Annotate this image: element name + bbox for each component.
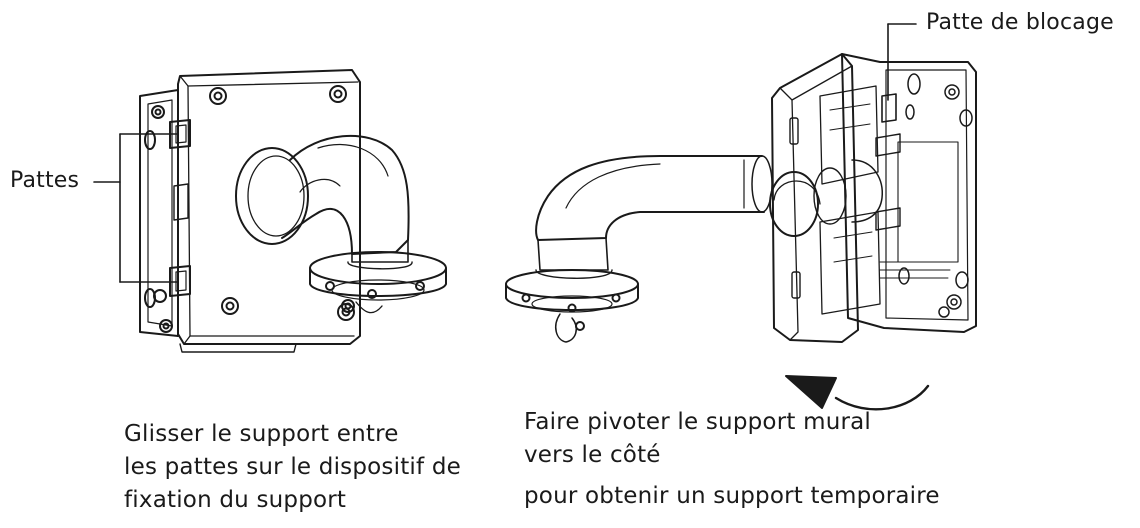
right-center-slot: [851, 159, 883, 223]
caption-right-line-3: pour obtenir un support temporaire: [524, 483, 940, 509]
right-housing: [771, 53, 859, 343]
left-boss: [235, 147, 309, 245]
right-arm: [535, 155, 765, 241]
pattes-leader: [93, 133, 179, 283]
patte-de-blocage-leader: [887, 23, 917, 101]
left-bracket-figure: [93, 69, 447, 353]
left-box-screws: [209, 85, 355, 321]
right-flange: [505, 269, 639, 343]
left-tab-lower: [169, 265, 191, 297]
caption-right: Faire pivoter le support mural vers le c…: [524, 406, 940, 513]
rotation-arrow-icon: [785, 375, 930, 411]
callout-pattes: Pattes: [10, 168, 80, 193]
caption-left-line-1: Glisser le support entre: [124, 421, 399, 447]
caption-right-line-1: Faire pivoter le support mural: [524, 409, 872, 435]
left-mount-plate: [139, 89, 179, 337]
left-elbow-arm: [281, 134, 410, 255]
left-box-housing: [177, 69, 361, 345]
right-mount-plate: [841, 53, 977, 333]
left-tab-upper: [169, 119, 191, 149]
left-tab-middle: [173, 183, 189, 221]
callout-patte-de-blocage: Patte de blocage: [926, 10, 1114, 35]
right-bracket-figure: [505, 23, 977, 411]
caption-left-line-2: les pattes sur le dispositif de: [124, 454, 461, 480]
caption-left: Glisser le support entre les pattes sur …: [124, 418, 461, 517]
caption-right-line-2: vers le côté: [524, 442, 661, 468]
right-plate-holes: [898, 73, 973, 318]
blocking-tab: [875, 93, 901, 231]
caption-left-line-3: fixation du support: [124, 487, 347, 513]
left-flange: [309, 251, 447, 314]
